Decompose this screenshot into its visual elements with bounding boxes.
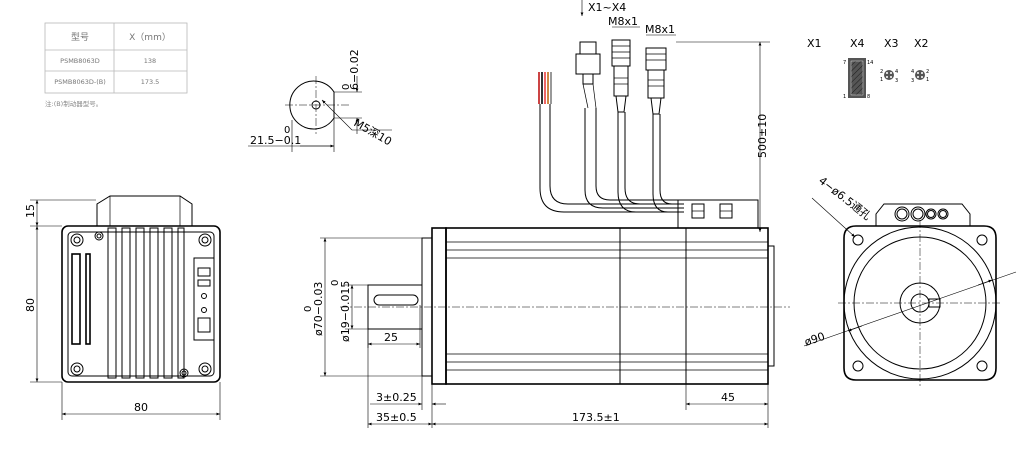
hole-note: 4−ø6.5通孔 [816, 174, 873, 223]
table-header-x: X（mm） [129, 32, 171, 43]
x4-pin-14: 14 [867, 60, 873, 66]
shaft-length: 35±0.5 [376, 411, 417, 424]
x3-connector-face: 2 4 1 3 [880, 69, 898, 84]
table-cell-model: PSMB8063D-(B) [54, 78, 106, 86]
m8-connector-left [611, 39, 631, 113]
pinout-label-x4: X4 [850, 37, 865, 50]
pinout-label-x2: X2 [914, 37, 929, 50]
connector-group-label: X1~X4 [588, 1, 626, 14]
m8-right-label: M8x1 [645, 23, 675, 36]
x2-pin-3: 3 [911, 78, 914, 84]
shaft-section-view: 0 6−0.02 0 21.5−0.1 M5深10 [248, 49, 394, 152]
power-connector [575, 41, 601, 109]
spec-table: 型号 X（mm） PSMB8063D 138 PSMB8063D-(B) 173… [44, 22, 188, 108]
x3-pin-1: 1 [880, 77, 883, 83]
m8-connector-right [645, 47, 667, 115]
connector-cables: X1~X4 M8x1 M8x1 [538, 0, 770, 232]
key-depth-dimension: 6−0.02 [348, 49, 361, 90]
x3-pin-2: 2 [880, 69, 883, 75]
x2-pin-1: 1 [926, 77, 929, 83]
thread-note: M5深10 [352, 116, 394, 148]
table-cell-x: 138 [144, 57, 156, 65]
pcd-dimension: ø90 [803, 330, 827, 349]
x3-pin-3: 3 [895, 78, 898, 84]
cable-length-dimension: 500±10 [756, 114, 769, 158]
x3-pin-4: 4 [895, 69, 898, 75]
pilot-upper: 0 [303, 306, 314, 312]
m8-left-label: M8x1 [608, 15, 638, 28]
x2-pin-4: 4 [911, 69, 914, 75]
back-height: 80 [24, 298, 37, 312]
key-depth-upper: 0 [341, 84, 352, 90]
shaft-diameter: ø19−0.015 [339, 281, 352, 342]
x4-pin-1: 1 [843, 94, 846, 100]
key-length: 25 [384, 331, 398, 344]
x2-pin-2: 2 [926, 69, 929, 75]
back-height-top: 15 [24, 204, 37, 218]
width-dimension: 21.5−0.1 [250, 134, 301, 147]
pilot-diameter: ø70−0.03 [312, 282, 325, 336]
body-length: 173.5±1 [572, 411, 620, 424]
x4-pin-8: 8 [867, 94, 870, 100]
back-view: 15 80 80 [24, 195, 221, 420]
flange-thickness: 3±0.25 [376, 391, 417, 404]
x4-connector-face: 7 14 1 8 [843, 58, 873, 100]
x2-connector-face: 4 2 3 1 [911, 69, 929, 84]
width-upper: 0 [284, 125, 290, 136]
table-note: 注:(B)制动器型号。 [45, 99, 102, 108]
front-view: ø90 4−ø6.5通孔 [803, 174, 1017, 386]
wire-stubs [538, 72, 552, 104]
table-cell-model: PSMB8063D [60, 57, 100, 65]
back-width: 80 [134, 401, 148, 414]
x4-pin-7: 7 [843, 60, 846, 66]
side-view: 0 ø70−0.03 0 ø19−0.015 25 3±0.25 45 35±0… [303, 199, 790, 428]
shaft-upper: 0 [330, 280, 341, 286]
pinout-diagram: X1 X4 X3 X2 7 14 1 8 2 4 1 3 4 2 3 [807, 37, 929, 100]
cable-bundle [539, 104, 684, 213]
pinout-label-x1: X1 [807, 37, 822, 50]
brake-length: 45 [721, 391, 735, 404]
table-cell-x: 173.5 [141, 78, 160, 86]
pinout-label-x3: X3 [884, 37, 899, 50]
table-header-model: 型号 [71, 32, 89, 43]
